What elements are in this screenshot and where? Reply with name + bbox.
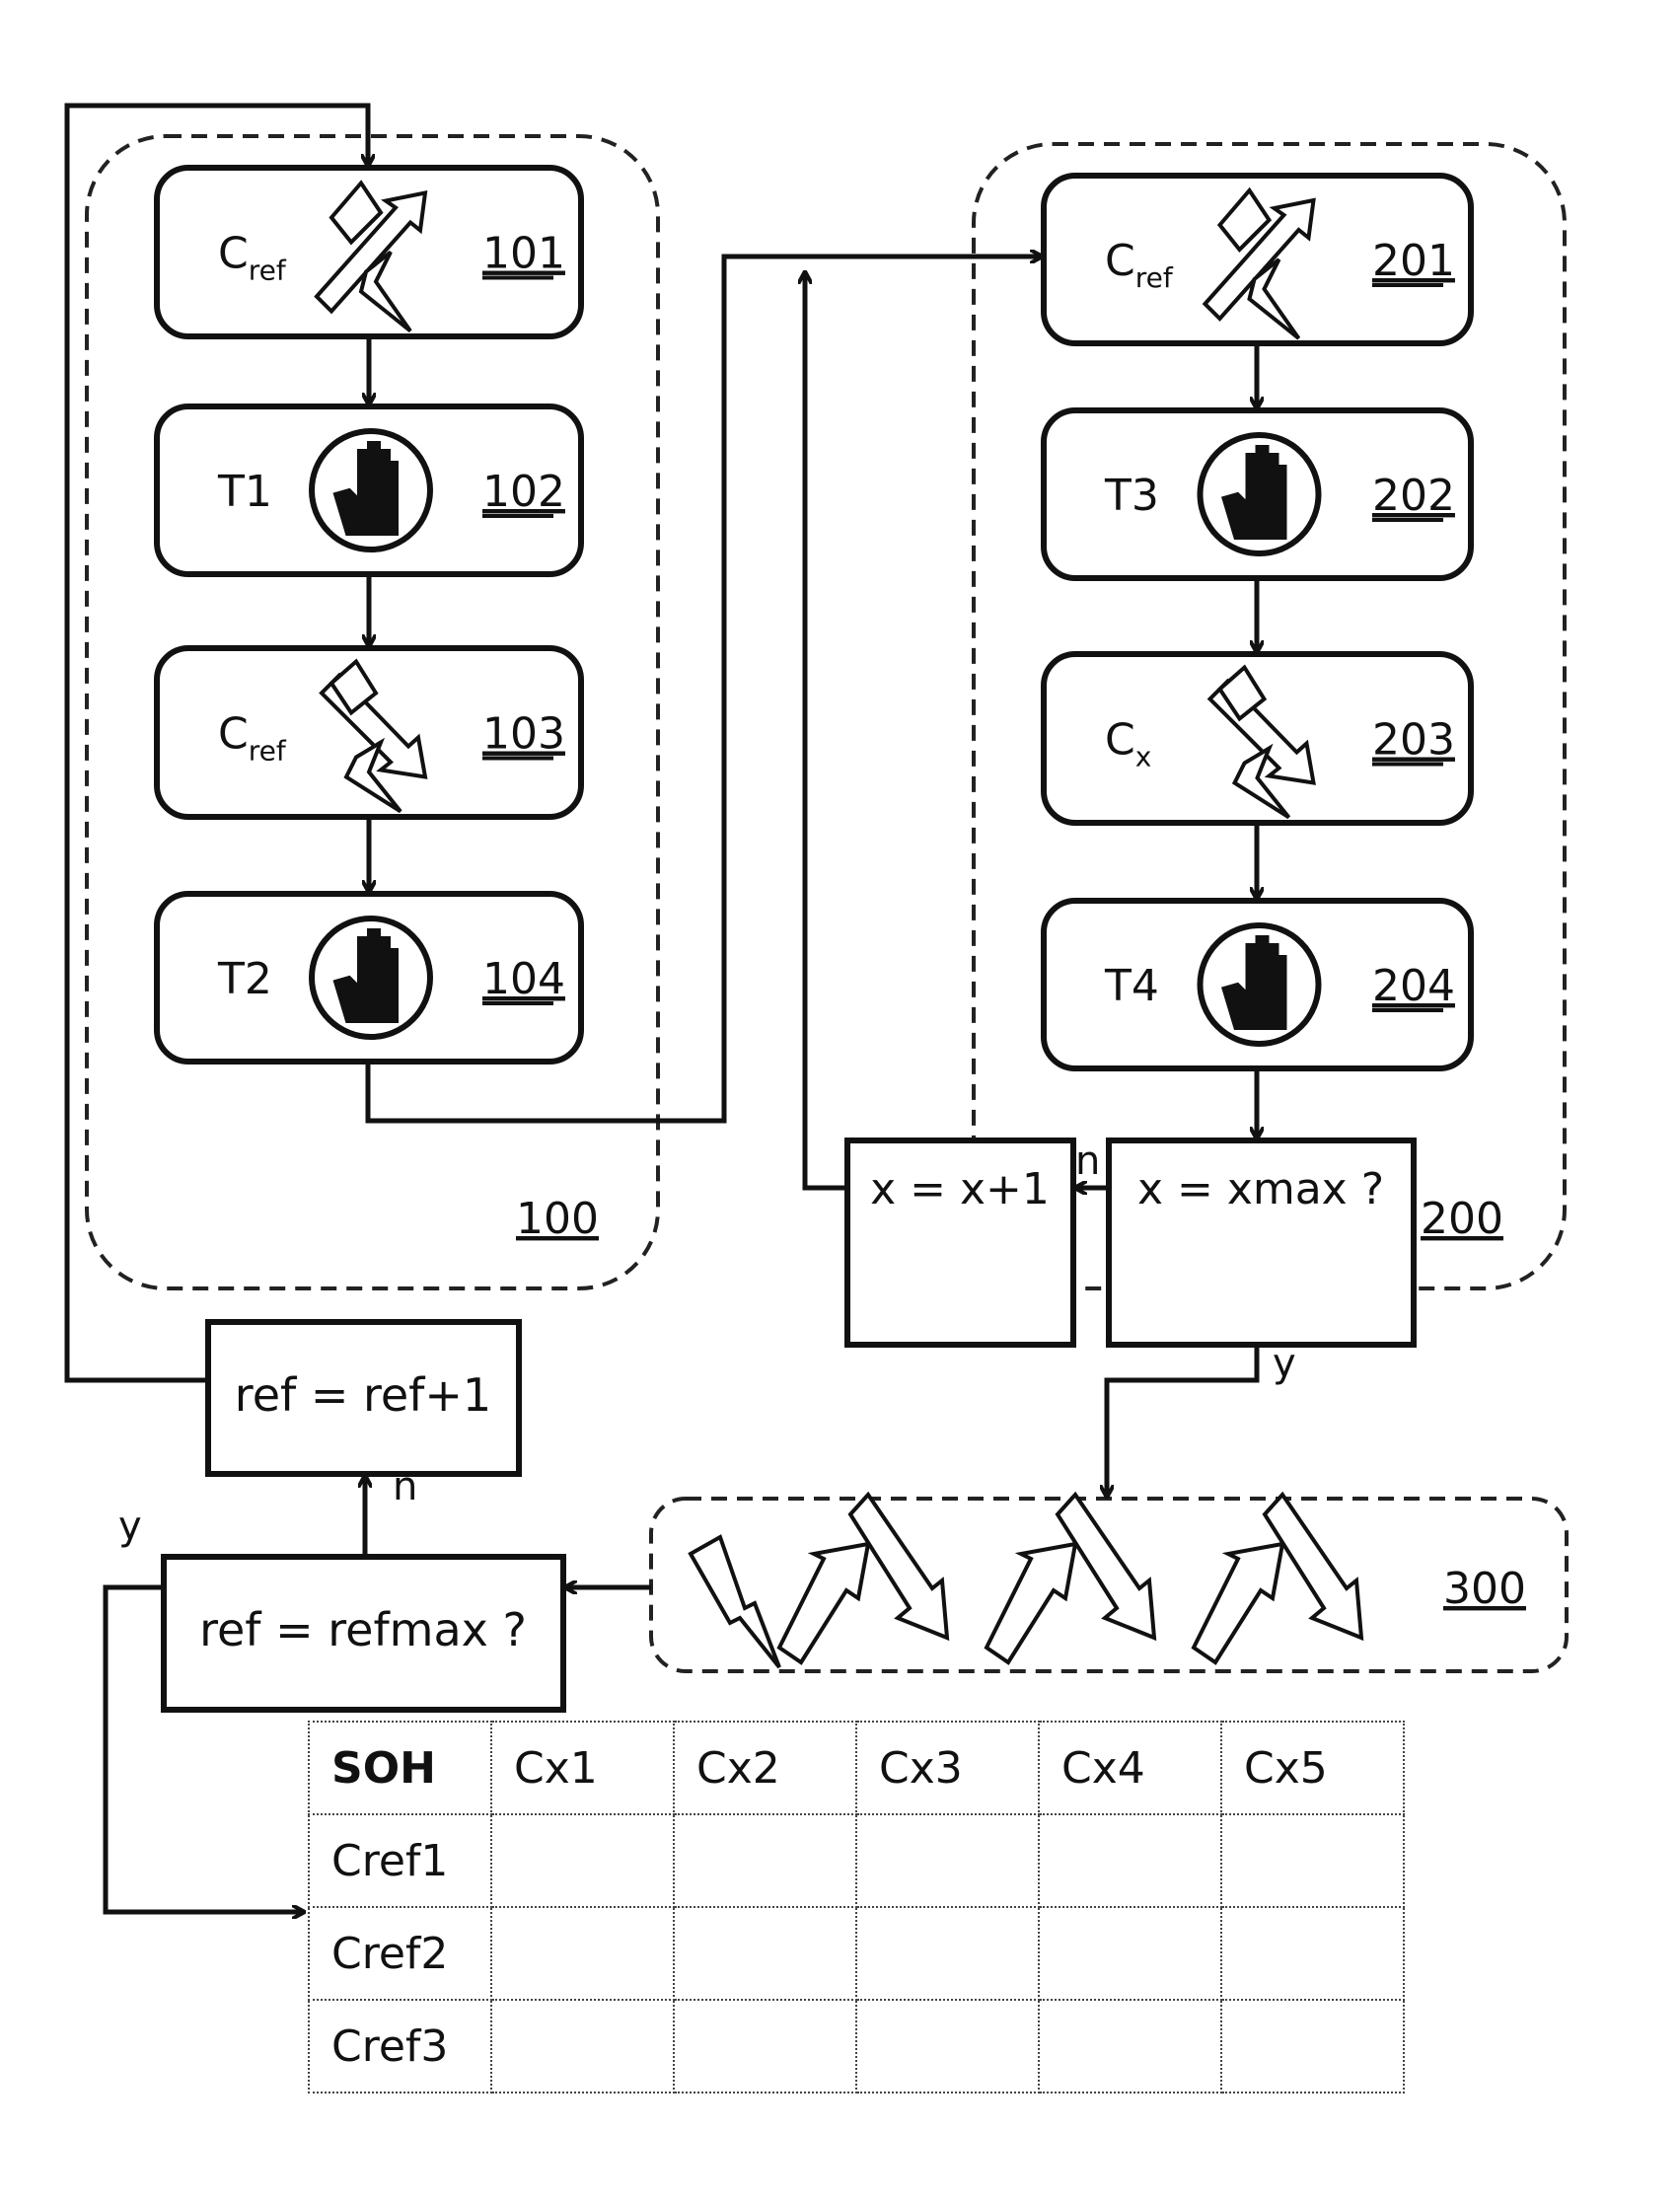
step-label-subscript: x bbox=[1135, 741, 1152, 773]
table-cell bbox=[855, 1999, 1040, 2093]
step-ref-number: 101 bbox=[482, 229, 565, 279]
step-label: T2 bbox=[217, 954, 272, 1004]
ref-increment-box: ref = ref+1 bbox=[205, 1319, 522, 1477]
table-cell bbox=[1038, 1999, 1222, 2093]
group-200-ref: 200 bbox=[1421, 1194, 1503, 1244]
step-box-102: T1 102 bbox=[154, 404, 584, 577]
table-cell bbox=[490, 1813, 675, 1908]
table-cell bbox=[673, 1999, 857, 2093]
table-header-cell: Cx3 bbox=[855, 1721, 1040, 1815]
x-check-label: x = xmax ? bbox=[1137, 1164, 1384, 1214]
table-row: Cref1 bbox=[308, 1813, 1405, 1908]
step-ref-number: 201 bbox=[1372, 236, 1455, 286]
step-ref-number: 203 bbox=[1372, 715, 1455, 766]
rest-hand-icon bbox=[1197, 922, 1322, 1047]
rest-hand-icon bbox=[309, 916, 433, 1040]
x-no-label: n bbox=[1075, 1138, 1100, 1184]
table-header-row: SOH Cx1 Cx2 Cx3 Cx4 Cx5 bbox=[308, 1721, 1405, 1815]
charge-icon bbox=[314, 180, 428, 333]
ref-check-label: ref = refmax ? bbox=[199, 1603, 527, 1656]
table-cell: Cref3 bbox=[308, 1999, 492, 2093]
x-yes-label: y bbox=[1273, 1341, 1296, 1386]
table-header-cell: Cx2 bbox=[673, 1721, 857, 1815]
step-box-202: T3 202 bbox=[1041, 407, 1474, 581]
group-100-ref: 100 bbox=[516, 1194, 599, 1244]
rest-hand-icon bbox=[1197, 432, 1322, 556]
table-cell bbox=[1220, 1813, 1405, 1908]
step-box-104: T2 104 bbox=[154, 891, 584, 1065]
x-check-box: x = xmax ? bbox=[1106, 1138, 1417, 1348]
discharge-icon bbox=[319, 658, 428, 814]
table-cell bbox=[673, 1906, 857, 2001]
table-cell bbox=[1220, 1906, 1405, 2001]
table-cell: Cref2 bbox=[308, 1906, 492, 2001]
rest-hand-icon bbox=[309, 428, 433, 552]
step-box-204: T4 204 bbox=[1041, 898, 1474, 1071]
connector-refcheck-table bbox=[103, 1584, 304, 1912]
step-label-subscript: ref bbox=[249, 735, 287, 768]
table-row: Cref3 bbox=[308, 1999, 1405, 2093]
table-cell bbox=[490, 1906, 675, 2001]
step-ref-number: 202 bbox=[1372, 471, 1455, 521]
table-cell bbox=[1038, 1906, 1222, 2001]
discharge-icon bbox=[1206, 664, 1316, 820]
group-300-ref: 300 bbox=[1443, 1564, 1526, 1614]
step-label-subscript: ref bbox=[249, 255, 287, 287]
step-label: T3 bbox=[1104, 471, 1159, 521]
step-label: T1 bbox=[217, 467, 272, 517]
ref-increment-label: ref = ref+1 bbox=[235, 1368, 491, 1422]
step-label: T4 bbox=[1104, 961, 1159, 1011]
table-cell bbox=[855, 1906, 1040, 2001]
step-ref-number: 103 bbox=[482, 709, 565, 760]
table-cell bbox=[1220, 1999, 1405, 2093]
table-header-cell: Cx1 bbox=[490, 1721, 675, 1815]
soh-table: SOH Cx1 Cx2 Cx3 Cx4 Cx5 Cref1 Cref2 Cref… bbox=[308, 1721, 1405, 2093]
table-cell bbox=[1038, 1813, 1222, 1908]
table-row: Cref2 bbox=[308, 1906, 1405, 2001]
ref-check-box: ref = refmax ? bbox=[161, 1554, 566, 1713]
x-increment-label: x = x+1 bbox=[870, 1164, 1050, 1214]
x-increment-box: x = x+1 bbox=[844, 1138, 1076, 1348]
step-ref-number: 104 bbox=[482, 954, 565, 1004]
ref-yes-label: y bbox=[118, 1504, 142, 1549]
table-header-cell: Cx5 bbox=[1220, 1721, 1405, 1815]
table-cell: Cref1 bbox=[308, 1813, 492, 1908]
step-ref-number: 102 bbox=[482, 467, 565, 517]
step-ref-number: 204 bbox=[1372, 961, 1455, 1011]
table-cell bbox=[673, 1813, 857, 1908]
cycling-icon bbox=[688, 1491, 1364, 1669]
table-cell bbox=[855, 1813, 1040, 1908]
loop-ref-connector bbox=[64, 103, 368, 1383]
connector-104-201 bbox=[365, 257, 1042, 1124]
table-header-cell: SOH bbox=[308, 1721, 492, 1815]
table-header-cell: Cx4 bbox=[1038, 1721, 1222, 1815]
table-cell bbox=[490, 1999, 675, 2093]
step-label-subscript: ref bbox=[1135, 261, 1174, 294]
loop-x-connector bbox=[805, 272, 847, 1191]
group-100 bbox=[85, 134, 660, 1290]
ref-no-label: n bbox=[393, 1464, 417, 1509]
charge-icon bbox=[1202, 186, 1316, 340]
